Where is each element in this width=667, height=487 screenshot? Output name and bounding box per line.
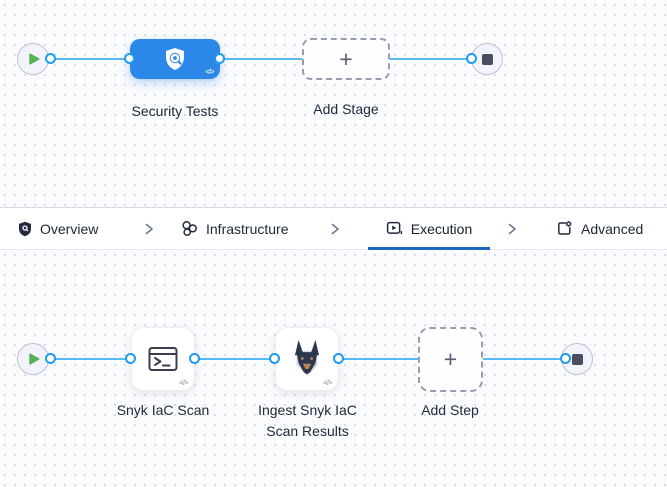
code-badge: </> bbox=[205, 69, 214, 76]
connection-point bbox=[45, 353, 56, 364]
terminal-icon bbox=[148, 346, 178, 372]
add-stage-button[interactable]: + bbox=[302, 38, 390, 80]
shield-scan-icon bbox=[162, 46, 188, 72]
chevron-right-icon bbox=[143, 208, 155, 249]
tab-infrastructure[interactable]: Infrastructure bbox=[181, 208, 288, 249]
step-node-snyk-iac-scan[interactable]: </> bbox=[131, 327, 195, 391]
add-step-button[interactable]: + bbox=[418, 327, 483, 392]
play-icon bbox=[26, 53, 40, 65]
connection-point bbox=[45, 53, 56, 64]
connection-point bbox=[333, 353, 344, 364]
stop-icon bbox=[481, 53, 493, 65]
add-step-label: Add Step bbox=[421, 402, 479, 418]
connection-point bbox=[466, 53, 477, 64]
snyk-dog-icon bbox=[288, 339, 326, 379]
connection-point bbox=[125, 353, 136, 364]
tab-execution[interactable]: Execution bbox=[368, 208, 490, 249]
stage-label: Security Tests bbox=[131, 103, 219, 119]
connection-point bbox=[124, 53, 135, 64]
doc-gear-icon bbox=[556, 220, 573, 237]
step-label: Ingest Snyk IaC Scan Results bbox=[237, 400, 378, 442]
stage-start-node bbox=[17, 43, 49, 75]
play-square-icon bbox=[386, 220, 403, 237]
step-label-line2: Scan Results bbox=[266, 423, 349, 439]
tab-overview[interactable]: Overview bbox=[18, 208, 98, 249]
connection-point bbox=[189, 353, 200, 364]
code-badge: </> bbox=[323, 380, 332, 387]
chevron-right-icon bbox=[506, 208, 518, 249]
step-label-line1: Ingest Snyk IaC bbox=[258, 402, 357, 418]
step-start-node bbox=[17, 343, 49, 375]
step-label: Snyk IaC Scan bbox=[116, 402, 210, 418]
add-stage-label: Add Stage bbox=[313, 101, 379, 117]
code-badge: </> bbox=[179, 380, 188, 387]
play-icon bbox=[26, 353, 40, 365]
tab-label: Infrastructure bbox=[206, 220, 289, 237]
tab-label: Advanced bbox=[581, 220, 644, 237]
stop-icon bbox=[571, 353, 583, 365]
tab-label: Overview bbox=[40, 220, 99, 237]
stage-tab-bar: Overview Infrastructure bbox=[0, 207, 667, 250]
shield-icon bbox=[18, 221, 32, 237]
step-node-ingest-snyk-results[interactable]: </> bbox=[275, 327, 339, 391]
connection-point bbox=[214, 53, 225, 64]
tab-label: Execution bbox=[410, 220, 473, 237]
plus-icon: + bbox=[339, 45, 353, 72]
connection-point bbox=[560, 353, 571, 364]
chevron-right-icon bbox=[329, 208, 341, 249]
active-tab-underline bbox=[368, 247, 490, 250]
hexagon-cluster-icon bbox=[181, 220, 198, 237]
plus-icon: + bbox=[443, 346, 458, 372]
connection-point bbox=[269, 353, 280, 364]
stage-node-security-tests[interactable]: </> bbox=[130, 39, 220, 79]
tab-advanced[interactable]: Advanced bbox=[556, 208, 643, 249]
stage-connector-line bbox=[51, 58, 472, 60]
